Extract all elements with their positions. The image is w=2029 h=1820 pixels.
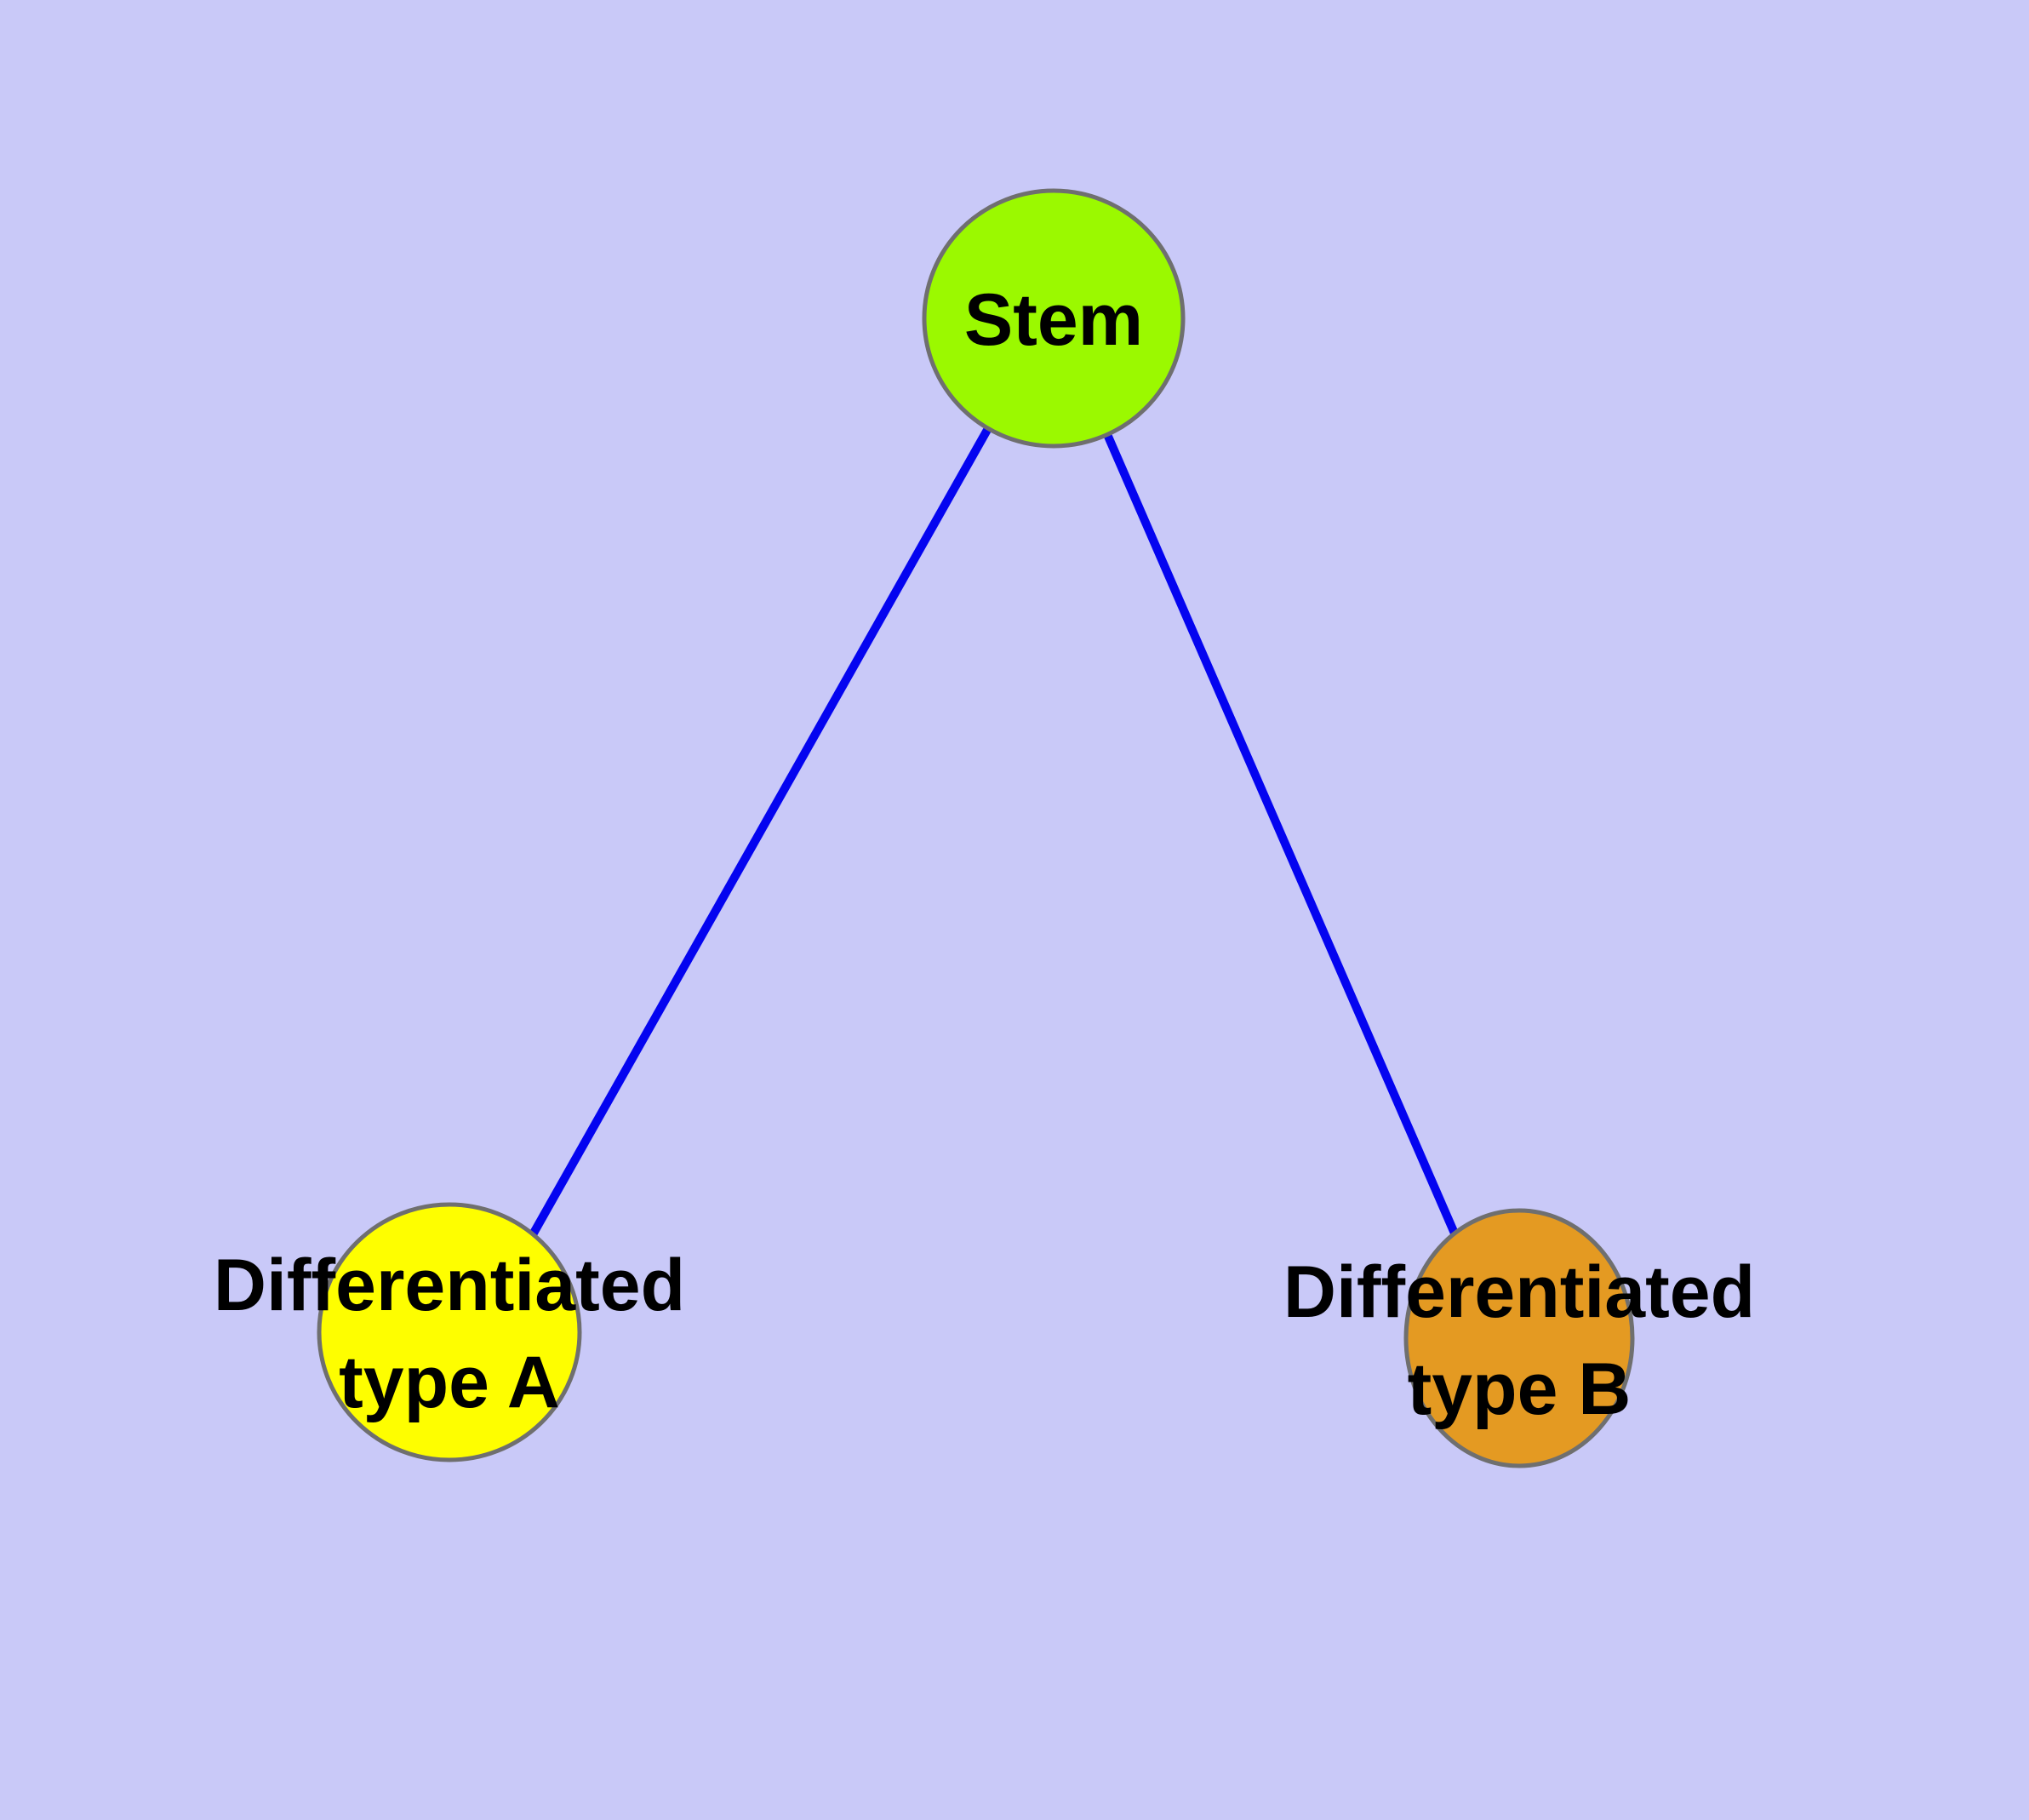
node-type-a-label-line2: type A	[339, 1342, 560, 1423]
node-type-a-label-line1: Differentiated	[214, 1245, 685, 1326]
edge-stem-to-type-b	[1102, 431, 1462, 1243]
node-type-b-shape	[1403, 1208, 1635, 1468]
node-type-b-label-line2: type B	[1408, 1348, 1632, 1430]
node-stem-shape	[922, 188, 1186, 449]
edge-stem-to-type-a	[528, 427, 992, 1239]
node-stem-label: Stem	[964, 279, 1143, 361]
node-type-b-label-line1: Differentiated	[1283, 1251, 1755, 1333]
node-type-a-shape	[317, 1202, 582, 1462]
